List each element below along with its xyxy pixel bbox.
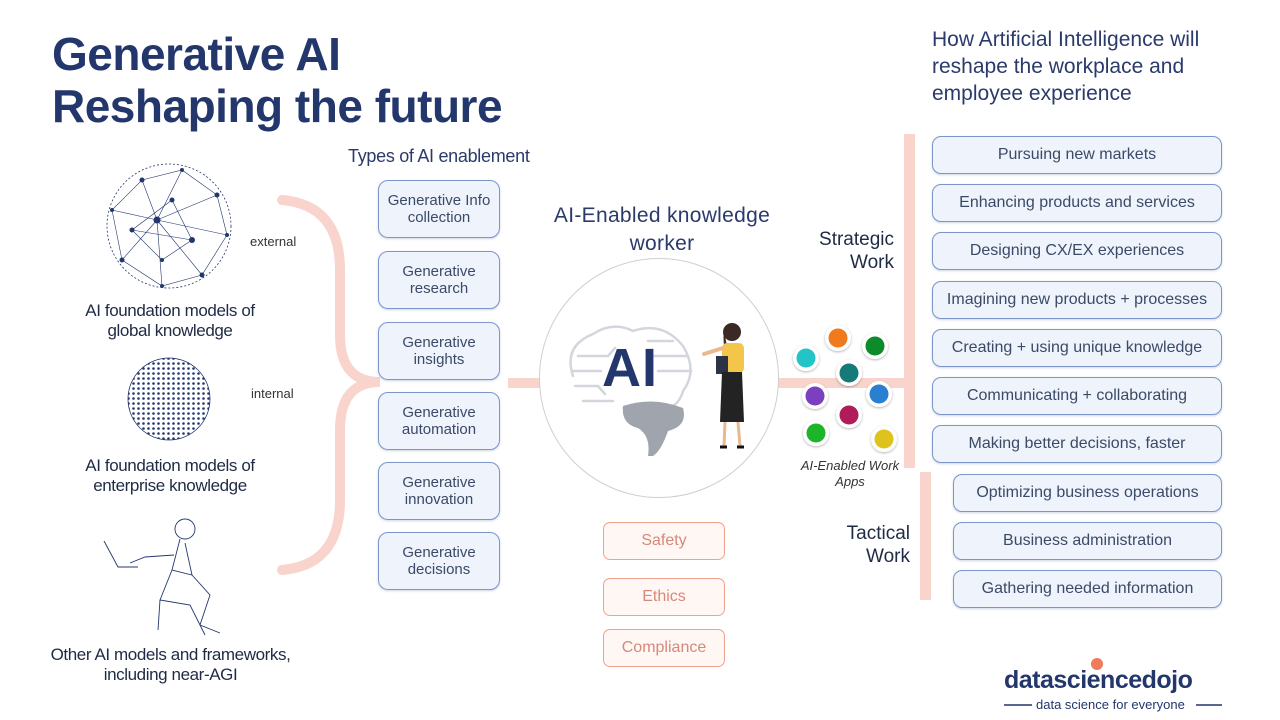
strategic-bar [904,134,915,468]
global-models-label: AI foundation models of global knowledge [85,301,255,340]
tactical-item-business-administration[interactable]: Business administration [953,522,1222,560]
type-generative-info-collection[interactable]: Generative Info collection [378,180,500,238]
guardrail-ethics[interactable]: Ethics [603,578,725,616]
types-connector [508,378,540,388]
strategic-item-imagining-new-products[interactable]: Imagining new products + processes [932,281,1222,319]
brand-logo: datasciencedojo [1004,666,1193,694]
types-heading: Types of AI enablement [348,146,530,166]
robot-figure-icon [103,518,221,636]
strategic-work-label: Strategic Work [819,229,894,273]
page-title: Generative AI Reshaping the future [52,28,503,132]
tactical-bar [920,472,931,600]
page-subtitle: How Artificial Intelligence will reshape… [932,28,1200,105]
title-line-2: Reshaping the future [52,80,503,132]
other-models-label: Other AI models and frameworks, includin… [50,645,291,684]
enterprise-grid-sphere-icon [127,357,211,441]
logo-tagline-rules [1004,704,1222,706]
strategic-item-better-decisions[interactable]: Making better decisions, faster [932,425,1222,463]
strategic-item-pursuing-new-markets[interactable]: Pursuing new markets [932,136,1222,174]
type-generative-research[interactable]: Generative research [378,251,500,309]
work-apps-label: AI-Enabled Work Apps [800,458,900,489]
woman-figure-icon [702,323,744,449]
work-apps-dots-icon [793,325,897,452]
type-generative-decisions[interactable]: Generative decisions [378,532,500,590]
tactical-item-gathering-information[interactable]: Gathering needed information [953,570,1222,608]
logo-dot-icon [1091,658,1103,670]
tactical-item-optimizing-operations[interactable]: Optimizing business operations [953,474,1222,512]
brain-circuit-icon [569,325,693,456]
tactical-work-label: Tactical Work [846,523,910,567]
title-line-1: Generative AI [52,28,341,80]
center-heading: AI-Enabled knowledge worker [553,204,771,255]
brand-tagline: data science for everyone [1036,697,1185,712]
strategic-item-unique-knowledge[interactable]: Creating + using unique knowledge [932,329,1222,367]
left-brace [277,195,381,575]
internal-tag: internal [251,386,294,401]
type-generative-automation[interactable]: Generative automation [378,392,500,450]
type-generative-innovation[interactable]: Generative innovation [378,462,500,520]
global-network-sphere-icon [106,163,232,289]
type-generative-insights[interactable]: Generative insights [378,322,500,380]
strategic-item-communicating[interactable]: Communicating + collaborating [932,377,1222,415]
guardrail-compliance[interactable]: Compliance [603,629,725,667]
strategic-item-designing-cx-ex[interactable]: Designing CX/EX experiences [932,232,1222,270]
enterprise-models-label: AI foundation models of enterprise knowl… [85,456,255,495]
strategic-item-enhancing-products[interactable]: Enhancing products and services [932,184,1222,222]
external-tag: external [250,234,297,249]
ai-text: AI [602,338,658,398]
guardrail-safety[interactable]: Safety [603,522,725,560]
